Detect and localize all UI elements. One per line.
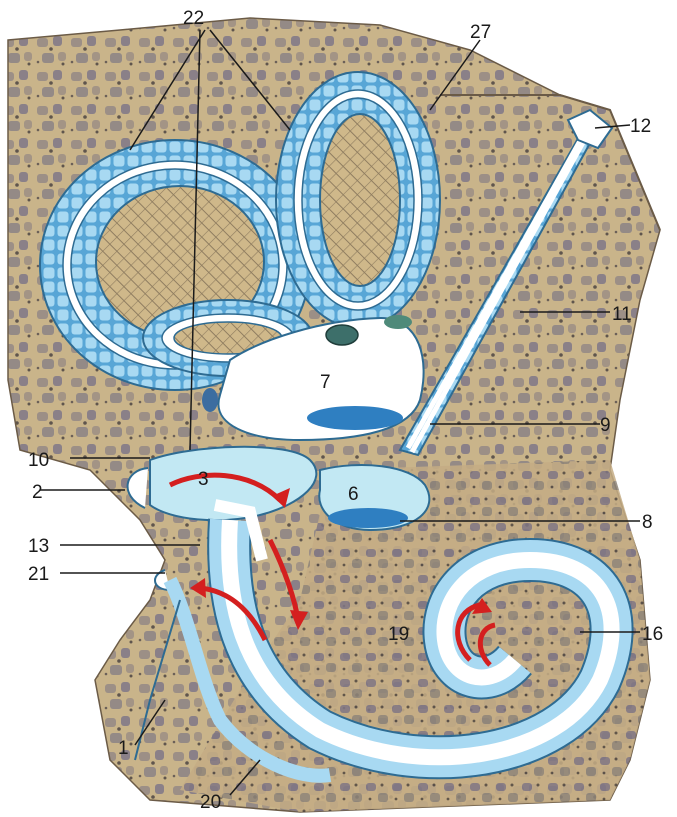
posterior-semicircular-canal xyxy=(276,72,440,328)
ampulla-dark xyxy=(326,325,358,345)
label-21: 21 xyxy=(28,564,49,585)
label-27: 27 xyxy=(470,22,491,43)
label-6: 6 xyxy=(348,484,359,505)
label-2: 2 xyxy=(32,482,43,503)
label-11: 11 xyxy=(612,304,632,325)
saccule-spot xyxy=(328,508,408,528)
label-22: 22 xyxy=(183,8,204,29)
label-1: 1 xyxy=(118,738,129,759)
label-9: 9 xyxy=(600,415,611,436)
label-8: 8 xyxy=(642,512,653,533)
label-20: 20 xyxy=(200,792,221,813)
label-12: 12 xyxy=(630,116,651,137)
ampulla-dark-3 xyxy=(202,388,218,412)
ampulla-dark-2 xyxy=(384,315,412,329)
label-7: 7 xyxy=(320,372,331,393)
label-19: 19 xyxy=(388,624,409,645)
label-10: 10 xyxy=(28,450,49,471)
label-13: 13 xyxy=(28,536,49,557)
utricle-spot xyxy=(307,406,403,430)
label-3: 3 xyxy=(198,469,209,490)
label-16: 16 xyxy=(642,624,663,645)
